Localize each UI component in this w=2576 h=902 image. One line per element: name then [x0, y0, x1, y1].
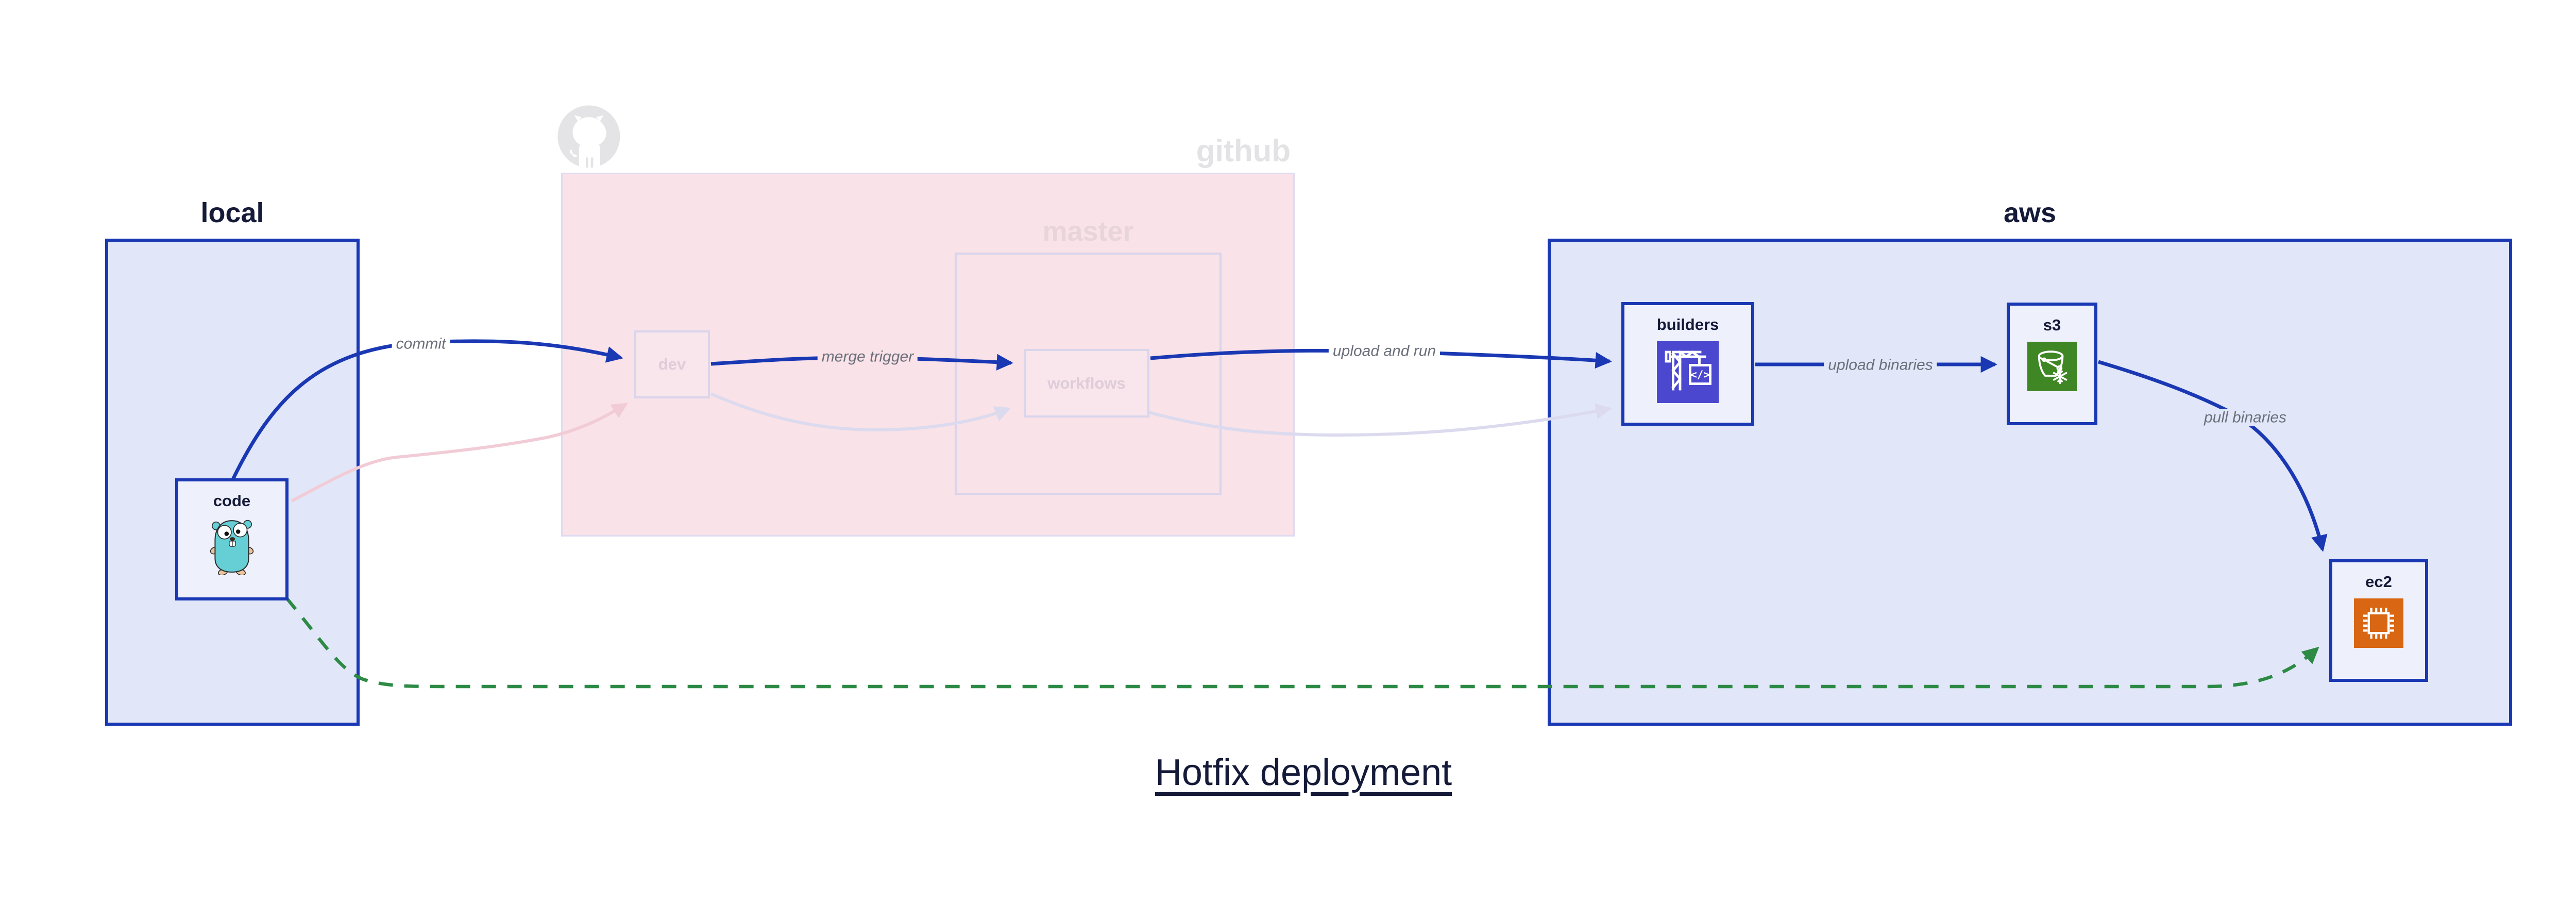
local-group-label: local: [200, 197, 264, 228]
pull-binaries-edge-label: pull binaries: [2199, 409, 2291, 426]
dev-node-label: dev: [658, 355, 686, 373]
node-workflows: workflows: [1024, 349, 1149, 417]
node-ec2: ec2: [2329, 559, 2428, 682]
node-dev: dev: [634, 330, 710, 398]
workflows-node-label: workflows: [1047, 374, 1126, 392]
node-code: code: [175, 478, 289, 600]
go-gopher-icon: [208, 517, 256, 575]
github-octocat-icon: [556, 104, 621, 169]
code-node-label: code: [213, 492, 251, 510]
codebuild-icon: </>: [1657, 341, 1719, 403]
s3-glacier-icon: [2027, 342, 2077, 391]
upload-binaries-edge-label: upload binaries: [1824, 356, 1937, 374]
svg-text:</>: </>: [1690, 369, 1710, 381]
node-s3: s3: [2007, 303, 2097, 425]
aws-group-label: aws: [2003, 197, 2057, 228]
upload-and-run-edge-label: upload and run: [1328, 342, 1440, 360]
ec2-icon: [2354, 598, 2403, 648]
commit-edge-label: commit: [392, 335, 450, 353]
github-group-label: github: [1196, 133, 1291, 168]
diagram-title: Hotfix deployment: [1155, 752, 1452, 793]
node-builders: builders </>: [1621, 302, 1754, 426]
ec2-node-label: ec2: [2365, 573, 2392, 591]
builders-node-label: builders: [1656, 315, 1719, 333]
merge-trigger-edge-label: merge trigger: [817, 348, 918, 365]
master-group-label: master: [1042, 216, 1134, 247]
s3-node-label: s3: [2043, 316, 2061, 334]
